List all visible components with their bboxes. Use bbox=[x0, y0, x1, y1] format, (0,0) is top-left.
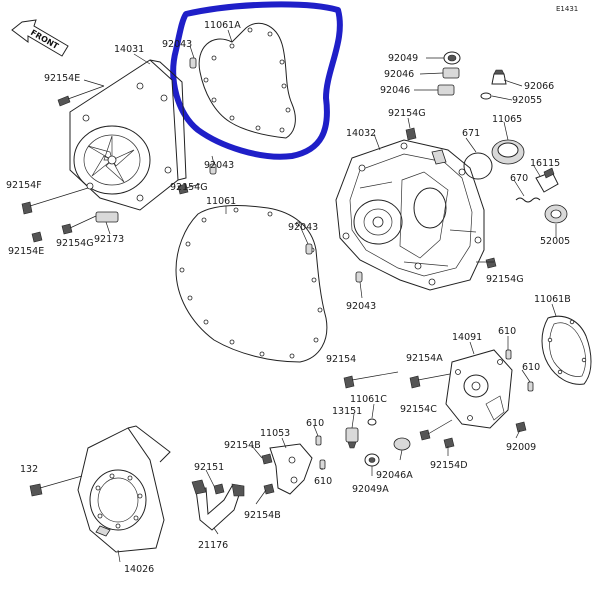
label-92043-c: 92043 bbox=[288, 222, 318, 233]
pump-cover-14091 bbox=[445, 349, 513, 429]
bracket-11053 bbox=[269, 443, 313, 495]
label-92151: 92151 bbox=[194, 462, 224, 473]
leader-lines bbox=[83, 29, 557, 563]
label-92066: 92066 bbox=[524, 81, 554, 92]
label-11061a: 11061A bbox=[204, 20, 241, 31]
label-14091: 14091 bbox=[452, 332, 482, 343]
label-92154b-top: 92154B bbox=[224, 440, 261, 451]
label-14032: 14032 bbox=[346, 128, 376, 139]
label-92046-a: 92046 bbox=[384, 69, 414, 80]
gasket-11061a bbox=[198, 22, 296, 139]
label-11065: 11065 bbox=[492, 114, 522, 125]
label-610-b: 610 bbox=[522, 362, 540, 373]
part-16115 bbox=[535, 167, 559, 193]
label-13151: 13151 bbox=[332, 406, 362, 417]
spring-670 bbox=[515, 197, 541, 203]
oil-seal-92049 bbox=[443, 51, 461, 65]
label-92154g-left: 92154G bbox=[170, 182, 208, 193]
lower-cover-14026 bbox=[77, 425, 171, 553]
label-92154g-top: 92154G bbox=[388, 108, 426, 119]
label-92154g-low: 92154G bbox=[56, 238, 94, 249]
dowel-pins bbox=[189, 57, 363, 283]
highlight-outline bbox=[170, 1, 343, 160]
label-92154d: 92154D bbox=[430, 460, 468, 471]
label-92154f: 92154F bbox=[6, 180, 42, 191]
bearing-92046a bbox=[393, 437, 411, 451]
label-92154a: 92154A bbox=[406, 353, 443, 364]
sensor-13151 bbox=[345, 427, 359, 449]
clutch-cover-14031 bbox=[69, 59, 187, 211]
label-670: 670 bbox=[510, 173, 528, 184]
gasket-11061 bbox=[175, 205, 328, 363]
hose-21176 bbox=[191, 479, 245, 531]
diagram-code: E1431 bbox=[556, 5, 578, 13]
label-92049a: 92049A bbox=[352, 484, 389, 495]
part-labels: 11061A 92043 14031 92154E 92049 92046 92… bbox=[6, 20, 571, 575]
label-92055: 92055 bbox=[512, 95, 542, 106]
label-92046-b: 92046 bbox=[380, 85, 410, 96]
label-92154b-low: 92154B bbox=[244, 510, 281, 521]
label-92009: 92009 bbox=[506, 442, 536, 453]
label-11053: 11053 bbox=[260, 428, 290, 439]
filter-52005 bbox=[544, 204, 568, 224]
oil-seal-92049a bbox=[364, 453, 380, 467]
label-610-d: 610 bbox=[314, 476, 332, 487]
label-21176: 21176 bbox=[198, 540, 228, 551]
gasket-11061b bbox=[541, 315, 592, 385]
label-14031: 14031 bbox=[114, 44, 144, 55]
label-16115: 16115 bbox=[530, 158, 560, 169]
label-92049: 92049 bbox=[388, 53, 418, 64]
label-92154e-low: 92154E bbox=[8, 246, 44, 257]
label-14026: 14026 bbox=[124, 564, 154, 575]
label-92043-top: 92043 bbox=[162, 39, 192, 50]
label-92043-mid: 92043 bbox=[204, 160, 234, 171]
label-92173: 92173 bbox=[94, 234, 124, 245]
label-132: 132 bbox=[20, 464, 38, 475]
front-arrow: FRONT bbox=[11, 19, 69, 57]
o-ring-92055 bbox=[480, 92, 492, 100]
label-52005: 52005 bbox=[540, 236, 570, 247]
label-92154c: 92154C bbox=[400, 404, 437, 415]
bearing-92046-a bbox=[442, 67, 460, 79]
label-11061b: 11061B bbox=[534, 294, 571, 305]
label-11061: 11061 bbox=[206, 196, 236, 207]
label-11061c: 11061C bbox=[350, 394, 387, 405]
label-92043-d: 92043 bbox=[346, 301, 376, 312]
label-92154g-right: 92154G bbox=[486, 274, 524, 285]
engine-cover-14032 bbox=[335, 139, 485, 291]
cap-11065 bbox=[491, 139, 525, 165]
label-671: 671 bbox=[462, 128, 480, 139]
o-ring-671 bbox=[463, 152, 493, 180]
bearing-92046-b bbox=[437, 84, 455, 96]
label-92154e-top: 92154E bbox=[44, 73, 80, 84]
o-ring-11061c bbox=[367, 418, 377, 426]
label-610-c: 610 bbox=[306, 418, 324, 429]
bolts bbox=[21, 85, 534, 497]
label-92154: 92154 bbox=[326, 354, 356, 365]
label-92046a: 92046A bbox=[376, 470, 413, 481]
plug-92066 bbox=[491, 69, 507, 85]
label-610-a: 610 bbox=[498, 326, 516, 337]
